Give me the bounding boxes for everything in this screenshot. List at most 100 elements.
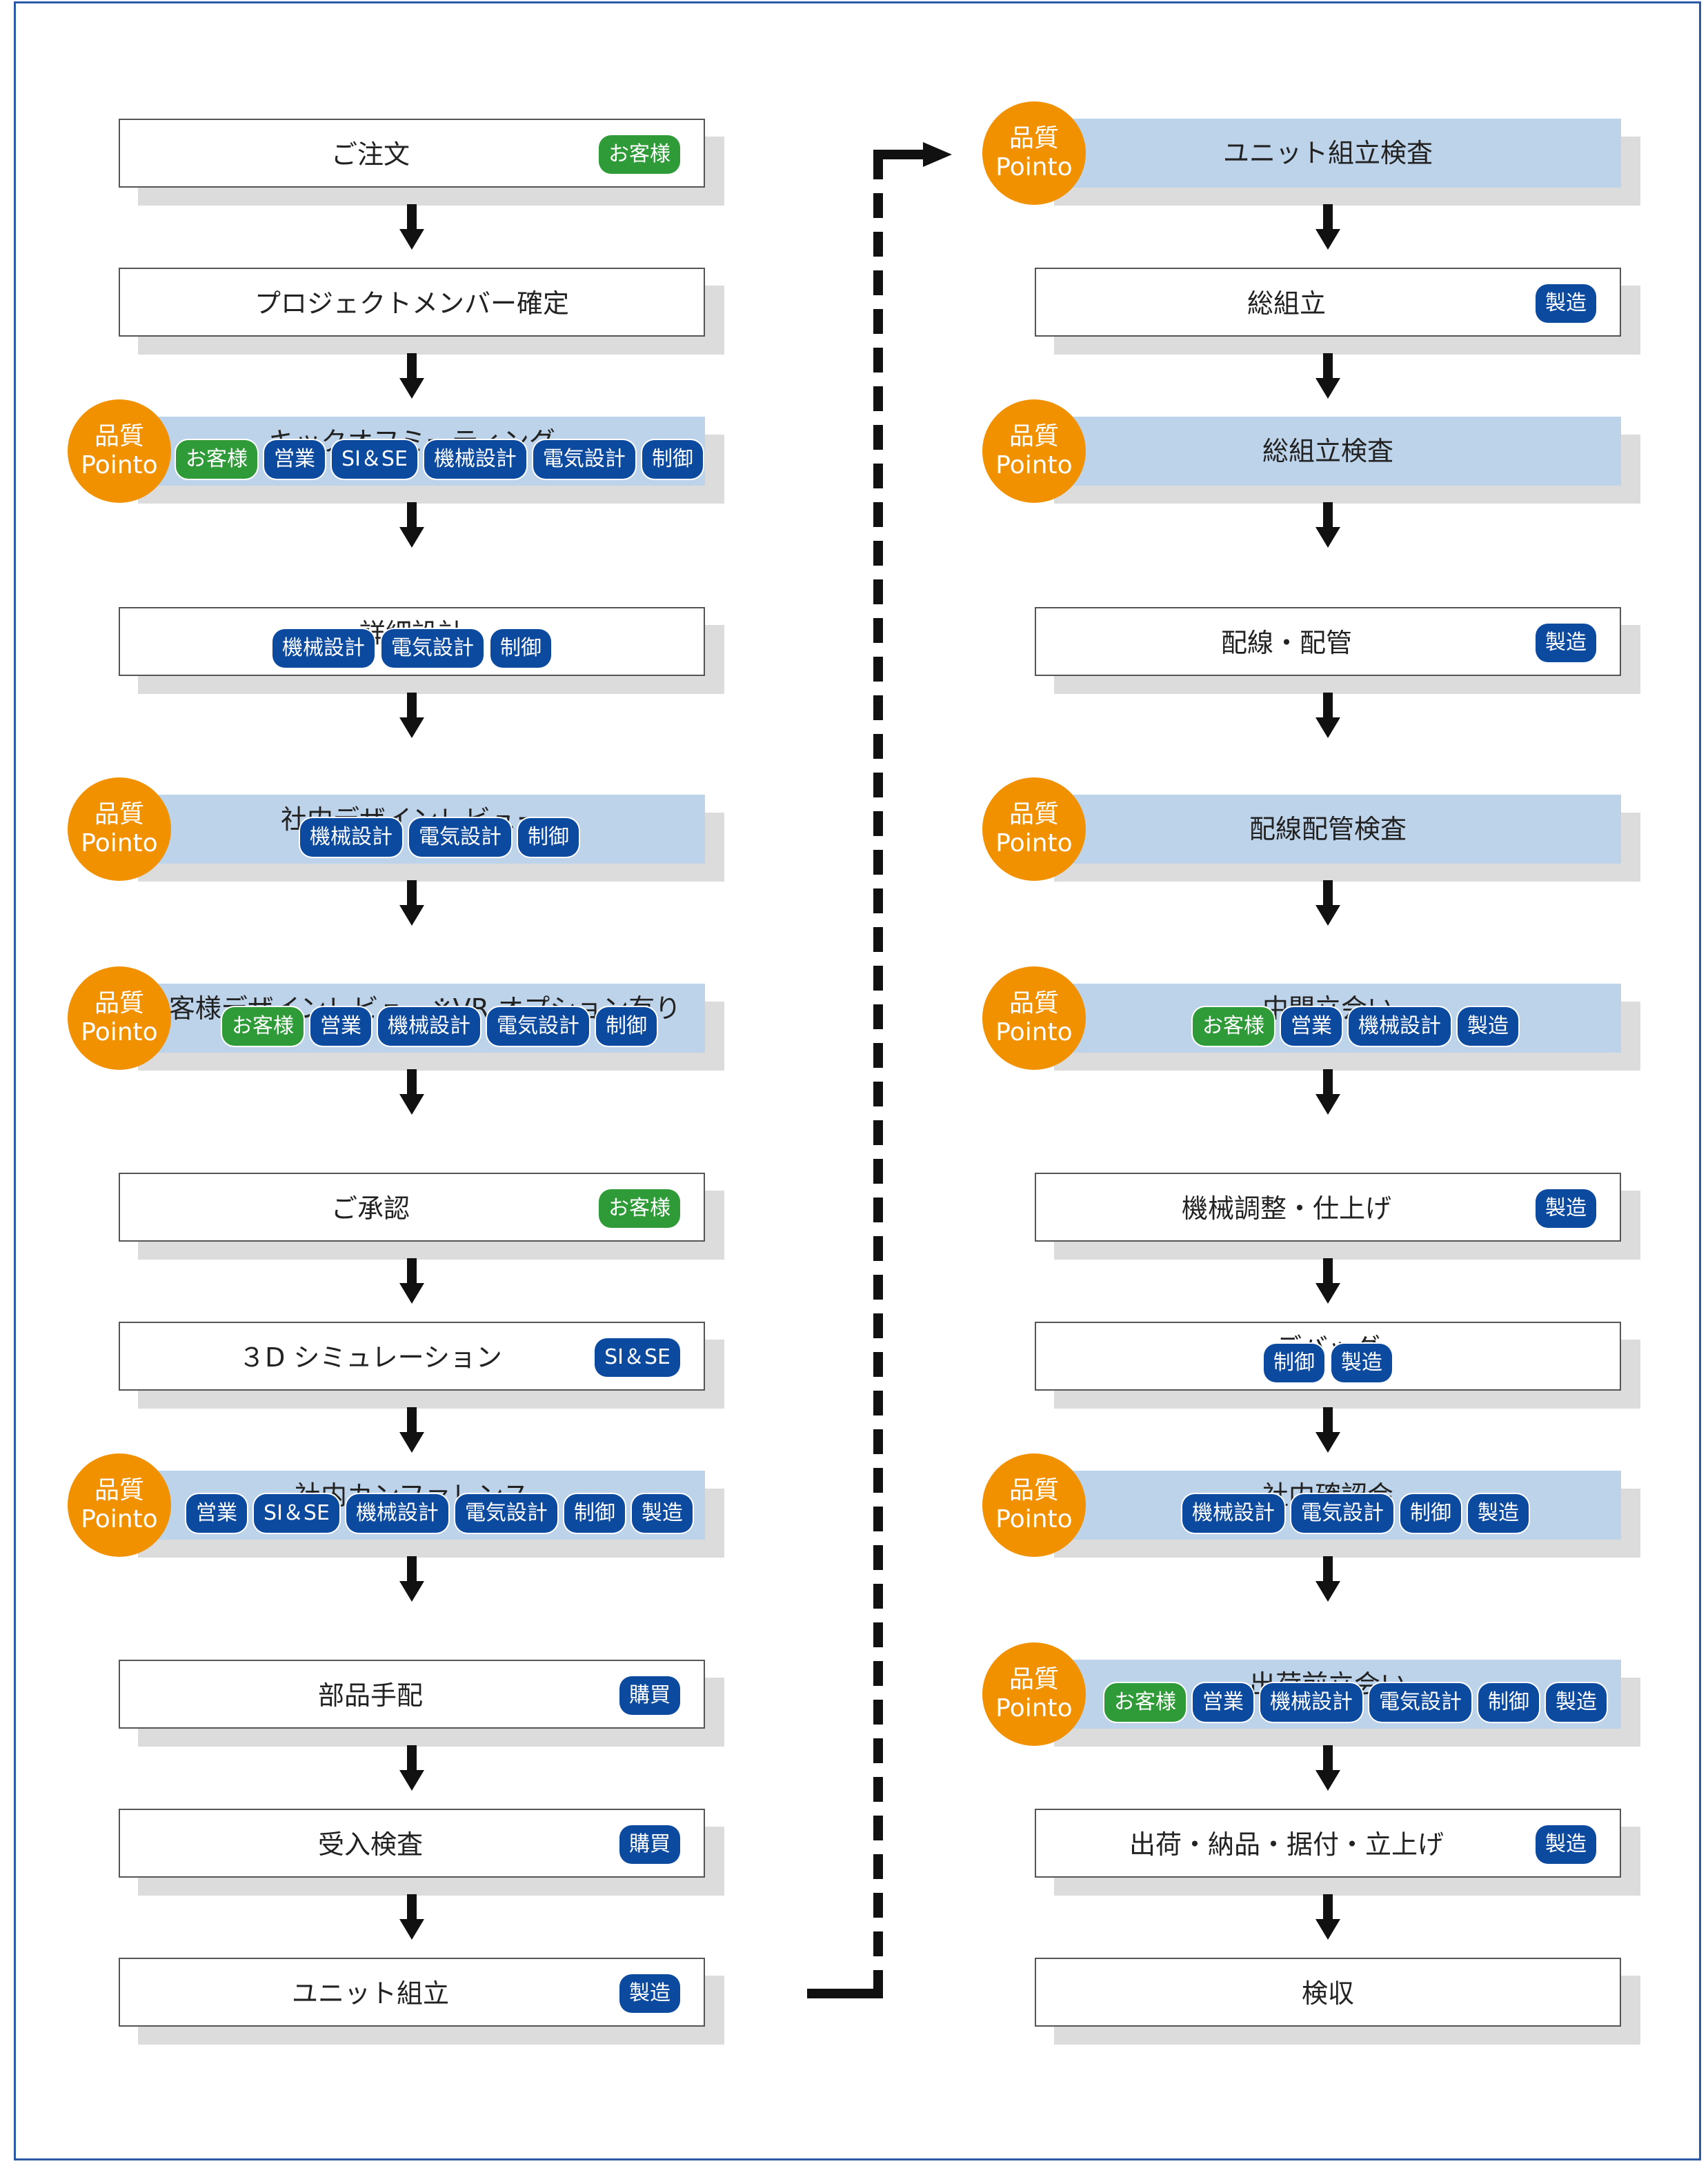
step-title: 検収 [1301, 1978, 1354, 2009]
step-title: 配線・配管 [1220, 628, 1352, 658]
flow-step: ３D シミュレーション SI＆SE [119, 1322, 705, 1391]
department-tag: 製造 [631, 1494, 693, 1533]
department-tag: 電気設計 [1369, 1683, 1471, 1722]
customer-tag: お客様 [222, 1007, 304, 1046]
step-title: 配線配管検査 [1249, 814, 1407, 844]
department-tag: 制御 [596, 1007, 657, 1046]
department-tag: 電気設計 [381, 629, 484, 668]
department-tags: 購買 [619, 1661, 680, 1730]
flow-arrow-down [1315, 1556, 1340, 1602]
step-title: 総組立 [1247, 288, 1326, 319]
department-tag: 機械設計 [300, 818, 402, 857]
badge-line-1: 品質 [1009, 1665, 1059, 1693]
department-tags: お客様営業機械設計電気設計制御 [174, 1007, 705, 1046]
department-tag: 製造 [1536, 624, 1596, 662]
department-tag: 機械設計 [424, 440, 526, 479]
department-tags: 製造 [1536, 608, 1596, 677]
department-tag: 制御 [490, 629, 551, 668]
badge-line-1: 品質 [1009, 1476, 1059, 1504]
customer-tag: お客様 [599, 135, 680, 174]
department-tags: 製造 [619, 1959, 680, 2028]
department-tags: お客様 [599, 120, 680, 189]
department-tag: 制御 [1400, 1494, 1461, 1533]
department-tag: 機械設計 [272, 629, 375, 668]
department-tag: 製造 [1536, 284, 1596, 323]
flow-arrow-down [399, 502, 424, 548]
customer-tag: お客様 [1193, 1007, 1274, 1046]
badge-line-2: Pointo [81, 829, 158, 857]
flow-step: 配線配管検査 [1035, 795, 1621, 864]
flow-arrow-down [1315, 1258, 1340, 1304]
flow-step: プロジェクトメンバー確定 [119, 268, 705, 337]
department-tags: 製造 [1536, 1174, 1596, 1243]
department-tag: 機械設計 [1349, 1007, 1451, 1046]
flow-step: 出荷前立会いお客様営業機械設計電気設計制御製造 [1035, 1660, 1621, 1729]
diagram-frame [14, 1, 1701, 2160]
department-tag: 電気設計 [487, 1007, 589, 1046]
department-tag: 制御 [1478, 1683, 1539, 1722]
step-title: 出荷・納品・据付・立上げ [1129, 1829, 1444, 1860]
flow-arrow-down [399, 880, 424, 926]
badge-line-2: Pointo [995, 1505, 1073, 1533]
badge-line-2: Pointo [995, 1694, 1073, 1722]
badge-line-1: 品質 [1009, 422, 1059, 450]
flow-step: ユニット組立 製造 [119, 1958, 705, 2027]
customer-tag: お客様 [599, 1189, 680, 1228]
flow-arrow-down [1315, 204, 1340, 250]
department-tag: SI＆SE [595, 1338, 680, 1377]
department-tags: お客様営業機械設計製造 [1090, 1007, 1621, 1046]
flow-arrow-down [399, 353, 424, 399]
badge-line-2: Pointo [995, 451, 1073, 479]
customer-tag: お客様 [176, 440, 258, 479]
flow-arrow-down [399, 1258, 424, 1304]
department-tags: 機械設計電気設計制御 [120, 629, 704, 668]
flow-step: 社内確認会機械設計電気設計制御製造 [1035, 1471, 1621, 1540]
department-tag: 制御 [518, 818, 579, 857]
step-title: ユニット組立 [291, 1978, 449, 2009]
flow-arrow-down [399, 1745, 424, 1791]
flow-step: 詳細設計機械設計電気設計制御 [119, 607, 705, 676]
step-title: 部品手配 [317, 1680, 423, 1711]
department-tag: 制御 [564, 1494, 625, 1533]
step-title: ご注文 [330, 139, 410, 170]
step-title: ３D シミュレーション [239, 1342, 502, 1373]
department-tag: 機械設計 [1182, 1494, 1284, 1533]
department-tag: 電気設計 [455, 1494, 557, 1533]
flow-arrow-down [399, 1894, 424, 1940]
department-tags: 製造 [1536, 269, 1596, 338]
flow-arrow-down [1315, 693, 1340, 738]
department-tag: 営業 [1193, 1683, 1253, 1722]
flow-step: 検収 [1035, 1958, 1621, 2027]
flow-step: ユニット組立検査 [1035, 119, 1621, 188]
department-tag: 機械設計 [378, 1007, 480, 1046]
flow-arrow-down [1315, 880, 1340, 926]
step-title: 総組立検査 [1262, 436, 1393, 466]
flow-arrow-down [399, 204, 424, 250]
flow-arrow-down [1315, 502, 1340, 548]
department-tag: 製造 [1546, 1683, 1607, 1722]
department-tag: 営業 [310, 1007, 371, 1046]
department-tag: 電気設計 [533, 440, 635, 479]
department-tag: 製造 [1536, 1189, 1596, 1228]
flow-arrow-down [399, 1407, 424, 1453]
department-tag: 購買 [619, 1676, 680, 1715]
flow-step: 総組立 製造 [1035, 268, 1621, 337]
department-tag: 製造 [1331, 1344, 1392, 1382]
department-tag: 製造 [1458, 1007, 1518, 1046]
flow-arrow-down [1315, 353, 1340, 399]
customer-tag: お客様 [1104, 1683, 1186, 1722]
badge-line-2: Pointo [995, 153, 1073, 181]
department-tag: 機械設計 [346, 1494, 448, 1533]
department-tag: 製造 [1536, 1825, 1596, 1864]
flow-step: ご注文 お客様 [119, 119, 705, 188]
